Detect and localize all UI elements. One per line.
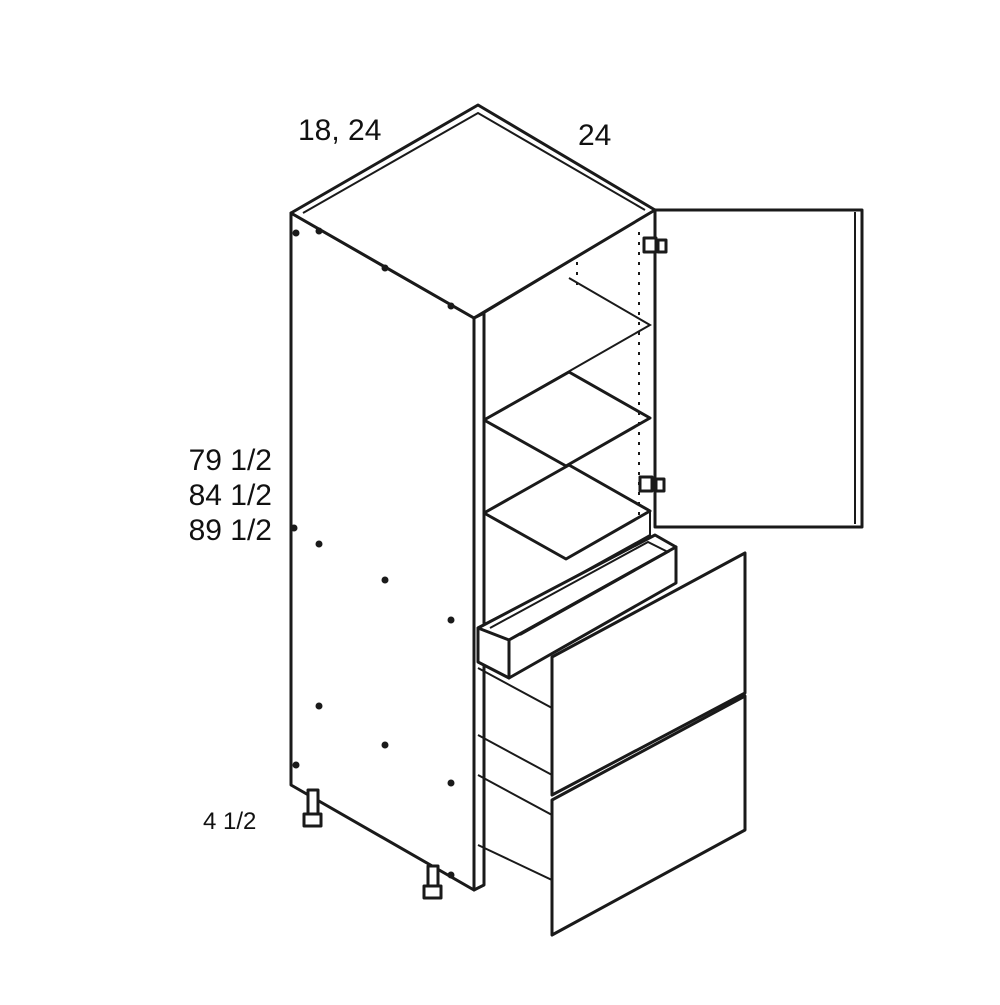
top-panel-inner-edge <box>302 111 646 214</box>
lower-drawer-box-side <box>477 774 553 882</box>
upper-drawer-front <box>550 551 747 797</box>
upper-drawer-box-side <box>477 667 553 777</box>
cabinet-door <box>653 208 864 529</box>
cabinet-side-panel <box>289 211 476 892</box>
lower-hinge <box>638 475 666 493</box>
height-option-3: 89 1/2 <box>188 514 272 547</box>
shelf-middle <box>482 463 652 561</box>
height-option-2: 84 1/2 <box>188 479 272 512</box>
lower-drawer-front <box>550 694 747 937</box>
shelf-upper-depth <box>483 277 653 421</box>
width-dimension-label: 18, 24 <box>298 114 382 147</box>
shelf-upper <box>482 370 652 468</box>
cabinet-front-edge <box>472 311 486 892</box>
leg-front-left <box>302 788 323 828</box>
height-option-1: 79 1/2 <box>188 444 272 477</box>
shelf-middle-depth <box>568 371 651 419</box>
upper-hinge <box>642 236 668 254</box>
side-panel-holes <box>290 227 455 879</box>
height-dimension-labels: 79 1/2 84 1/2 89 1/2 <box>180 443 272 548</box>
toe-kick-dimension-label: 4 1/2 <box>203 808 257 835</box>
depth-dimension-label: 24 <box>578 119 612 152</box>
rollout-tray-inner-edge <box>489 540 671 636</box>
leg-front-right <box>422 864 443 900</box>
